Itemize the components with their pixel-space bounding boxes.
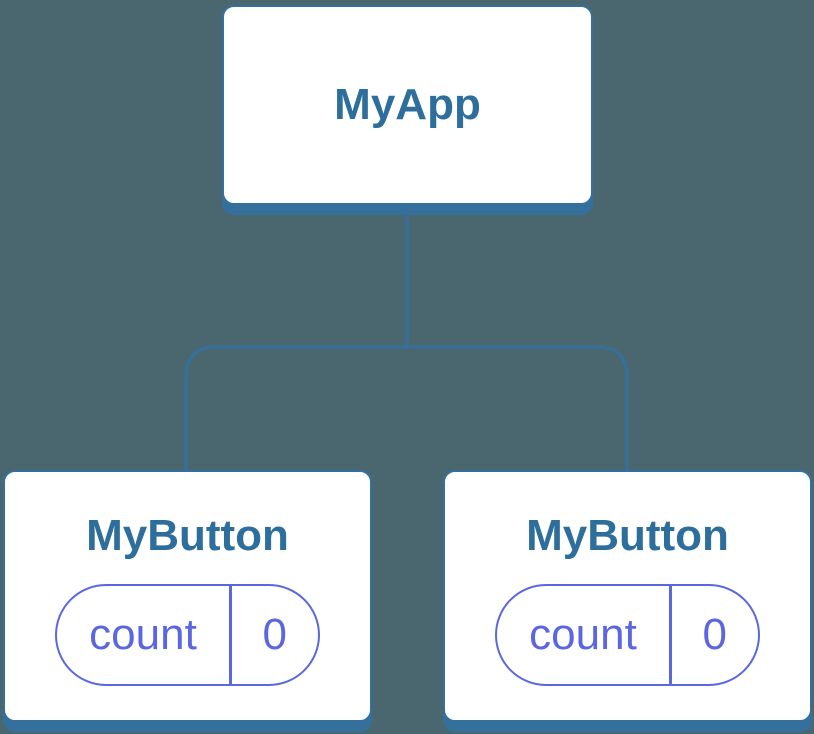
state-value: 0 [702,610,727,659]
component-node-mybutton-1: MyButton count 0 [3,470,372,722]
state-value: 0 [262,610,287,659]
state-pill: count 0 [55,584,320,686]
state-pill-divider [669,586,672,684]
state-pill-divider [229,586,232,684]
state-pill: count 0 [495,584,760,686]
state-name-label: count [529,610,637,659]
bracket-line [184,345,629,470]
component-node-myapp: MyApp [222,5,593,205]
component-node-label: MyButton [526,511,729,560]
component-node-label: MyApp [334,80,481,129]
component-node-mybutton-2: MyButton count 0 [443,470,812,722]
component-node-label: MyButton [86,511,289,560]
state-name-label: count [89,610,197,659]
